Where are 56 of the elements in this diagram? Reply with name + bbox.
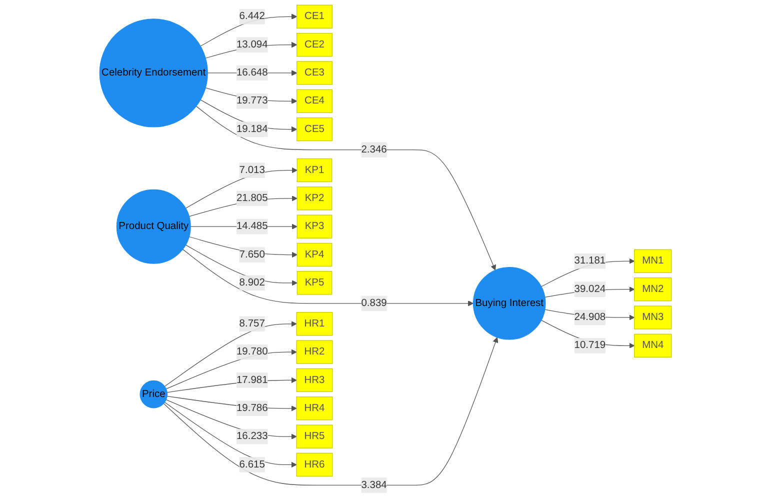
node-box: HR4	[296, 396, 333, 420]
arrow	[166, 399, 297, 440]
edge-label: 8.757	[239, 318, 265, 330]
edge-label: 6.442	[239, 10, 265, 22]
node-circle: Price	[140, 380, 168, 408]
edge-label: 16.233	[236, 430, 268, 442]
node-circle: Celebrity Endorsement	[99, 18, 208, 128]
edge-label: 24.908	[574, 312, 606, 323]
node-box: CE3	[296, 61, 332, 85]
node-box: CE5	[296, 117, 332, 142]
edge-label: 19.773	[236, 95, 268, 106]
arrow	[166, 349, 297, 390]
edge-label: 39.024	[574, 284, 606, 294]
arrow	[164, 321, 297, 387]
node-box: CE4	[296, 89, 332, 113]
node-box: CE2	[296, 32, 332, 57]
node-box: HR6	[296, 452, 333, 477]
node-box: KP3	[296, 214, 332, 238]
node-circle: Buying Interest	[472, 267, 546, 340]
node-box: KP4	[296, 242, 332, 267]
edge-label: 14.485	[236, 220, 268, 232]
node-box: CE1	[296, 4, 332, 28]
node-box: HR2	[296, 340, 333, 364]
edge-label: 16.648	[236, 67, 268, 78]
node-box: MN2	[634, 277, 672, 302]
edge-label: 6.615	[239, 458, 265, 470]
node-circle: Product Quality	[116, 189, 191, 264]
node-box: HR5	[296, 424, 333, 448]
node-box: KP1	[296, 158, 332, 182]
node-box: MN1	[634, 249, 672, 273]
node-box: KP2	[296, 186, 332, 210]
edge-label: 17.981	[236, 374, 268, 386]
edge-label: 10.719	[574, 340, 606, 351]
edge-label: 3.384	[361, 479, 387, 490]
edge-label: 2.346	[361, 144, 387, 155]
edge-label: 8.902	[239, 277, 265, 288]
edge-label: 31.181	[574, 255, 606, 266]
node-box: KP5	[296, 271, 332, 295]
node-box: HR3	[296, 368, 333, 392]
edge-label: 19.780	[236, 346, 268, 358]
node-box: MN4	[634, 334, 672, 358]
arrow	[196, 106, 496, 270]
node-box: HR1	[296, 312, 333, 336]
edge-label: 19.786	[236, 402, 268, 414]
edge-label: 21.805	[236, 192, 268, 204]
edge-label: 7.013	[239, 164, 265, 176]
node-box: MN3	[634, 306, 672, 330]
edge-label: 13.094	[236, 39, 268, 50]
edge-label: 0.839	[361, 298, 387, 309]
arrow	[185, 244, 298, 286]
edge-label: 19.184	[236, 124, 268, 134]
arrow	[164, 402, 297, 468]
arrow	[185, 167, 298, 209]
edge-label: 7.650	[239, 249, 265, 260]
arrow	[163, 337, 498, 486]
arrow	[182, 249, 474, 306]
